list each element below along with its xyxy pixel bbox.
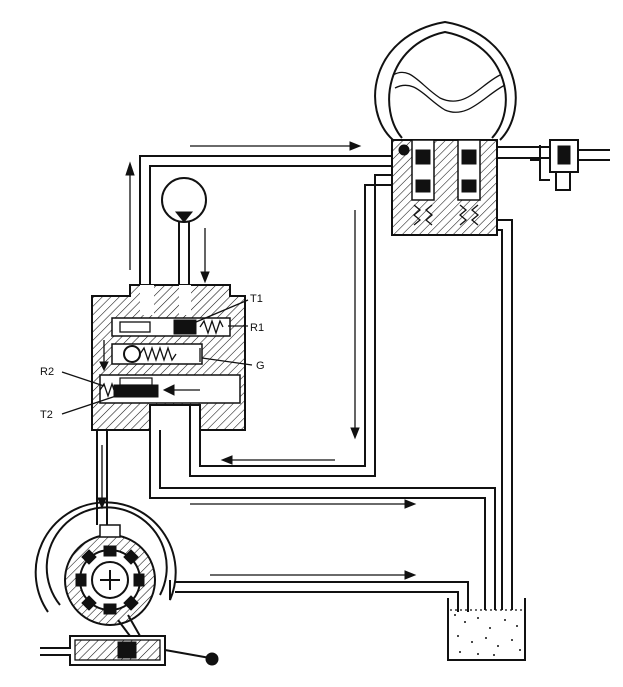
svg-text:T1: T1 (250, 293, 263, 305)
accumulator-sphere (374, 20, 517, 141)
pressure-gauge (161, 177, 210, 285)
control-valve-body (91, 284, 246, 431)
label-t1: T1 (195, 293, 263, 323)
return-line-from-accumulator (189, 174, 392, 477)
svg-text:T2: T2 (40, 409, 53, 421)
pump-drain-line (175, 570, 469, 612)
pump-actuator-rod (40, 614, 219, 666)
svg-text:R2: R2 (40, 366, 54, 378)
rotary-pump (34, 501, 177, 626)
outlet-valve (497, 139, 610, 191)
pressure-line-top (125, 141, 392, 285)
label-r1: R1 (228, 322, 264, 334)
svg-text:G: G (256, 360, 265, 372)
label-t2: T2 (40, 395, 117, 421)
label-r2: R2 (40, 366, 105, 387)
fluid-reservoir (447, 598, 526, 661)
svg-text:R1: R1 (250, 322, 264, 334)
label-g: G (201, 357, 265, 372)
supply-line-to-pump (96, 430, 108, 525)
accumulator-return-to-reservoir (497, 219, 513, 610)
check-valve-block (391, 139, 498, 236)
drain-line-to-reservoir (149, 430, 496, 610)
